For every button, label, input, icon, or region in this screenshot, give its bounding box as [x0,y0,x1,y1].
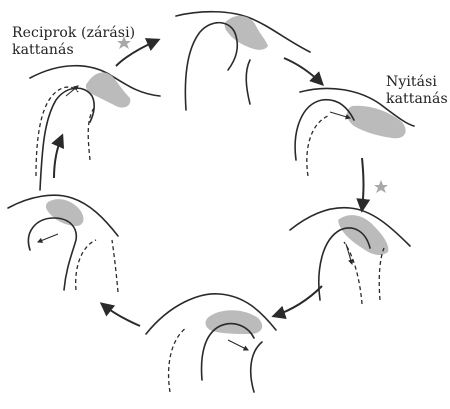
stage-1-joint [30,66,160,190]
cycle-arrow-4 [274,286,322,316]
stage-3-joint [295,88,414,176]
arrow-icon [228,340,248,350]
star-icon [374,180,388,193]
star-icon [117,36,131,49]
cycle-arrow-6 [54,136,62,178]
stage-6-joint [8,195,118,292]
cycle-arrow-3 [362,158,364,210]
cycle-arrow-5 [102,304,140,326]
arrow-icon [38,234,58,242]
cycle-arrow-2 [284,58,322,84]
stage-4-joint [290,208,410,304]
stage-5-joint [146,294,276,392]
